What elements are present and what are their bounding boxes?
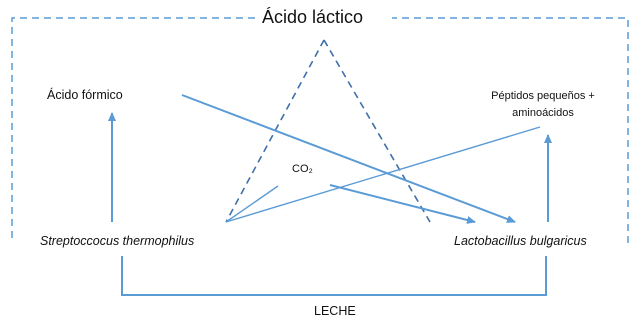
formic-acid-label: Ácido fórmico [47,88,123,103]
arrow-co2-to-lacto [329,184,476,224]
dashed-boundary [11,17,629,243]
line-strepto-to-peptides [225,126,541,223]
dashed-triangle-left [225,39,325,223]
line-strepto-to-co2 [225,185,279,223]
co2-label: CO₂ [292,163,313,175]
peptides-label: Péptidos pequeños + aminoácidos [468,90,618,120]
dashed-triangle-right [323,39,431,223]
leche-label: LECHE [314,304,356,319]
peptides-label-line1: Péptidos pequeños + [491,90,595,102]
strepto-label: Streptoccocus thermophilus [40,234,195,249]
arrow-formic-to-lacto [181,94,516,223]
peptides-label-line2: aminoácidos [512,106,574,119]
lactic-acid-title: Ácido láctico [256,7,370,28]
leche-bracket [121,256,547,296]
lacto-label: Lactobacillus bulgaricus [454,234,587,249]
